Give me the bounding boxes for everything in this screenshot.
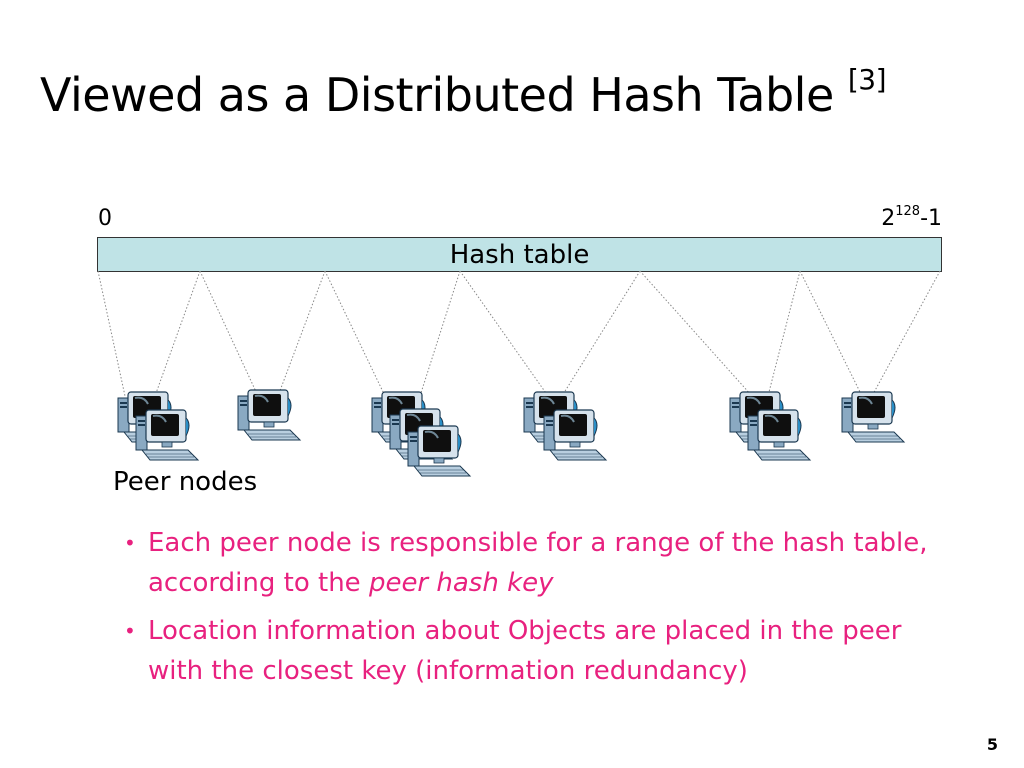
peer-group-6 [841,391,905,443]
bullet-list: • Each peer node is responsible for a ran… [124,523,954,699]
slide-title-text: Viewed as a Distributed Hash Table [40,68,834,122]
hash-range-max: 2128-1 [881,204,942,231]
hash-table-bar: Hash table [97,237,942,272]
bullet-item-1: • Each peer node is responsible for a ran… [124,523,954,603]
page-number: 5 [986,735,998,754]
bullet-2-text: Location information about Objects are p… [148,616,902,686]
computer-icon [407,425,471,477]
computer-icon [747,409,811,461]
bullet-1-text: Each peer node is responsible for a rang… [148,528,928,598]
computer-icon [841,391,905,443]
computer-icon [543,409,607,461]
mapping-lines [97,270,941,397]
hash-table-label: Hash table [449,239,590,270]
hash-range-min: 0 [98,206,112,231]
peer-group-3 [371,391,471,477]
slide-title: Viewed as a Distributed Hash Table [3] [40,66,887,119]
hash-range-max-base: 2 [881,206,896,231]
peer-group-5 [729,391,811,461]
bullet-item-2: • Location information about Objects are … [124,611,954,691]
title-citation: [3] [847,63,887,96]
hash-range-max-exponent: 128 [895,204,921,219]
computer-icon [135,409,199,461]
computer-icon [237,389,301,441]
peer-nodes-label: Peer nodes [113,467,258,497]
hash-range-max-suffix: -1 [920,206,942,231]
peer-group-4 [523,391,607,461]
bullet-1-emphasis: peer hash key [368,568,554,598]
peer-group-2 [237,389,301,441]
peer-group-1 [117,391,199,461]
bullet-dot: • [124,531,136,555]
bullet-dot: • [124,619,136,643]
